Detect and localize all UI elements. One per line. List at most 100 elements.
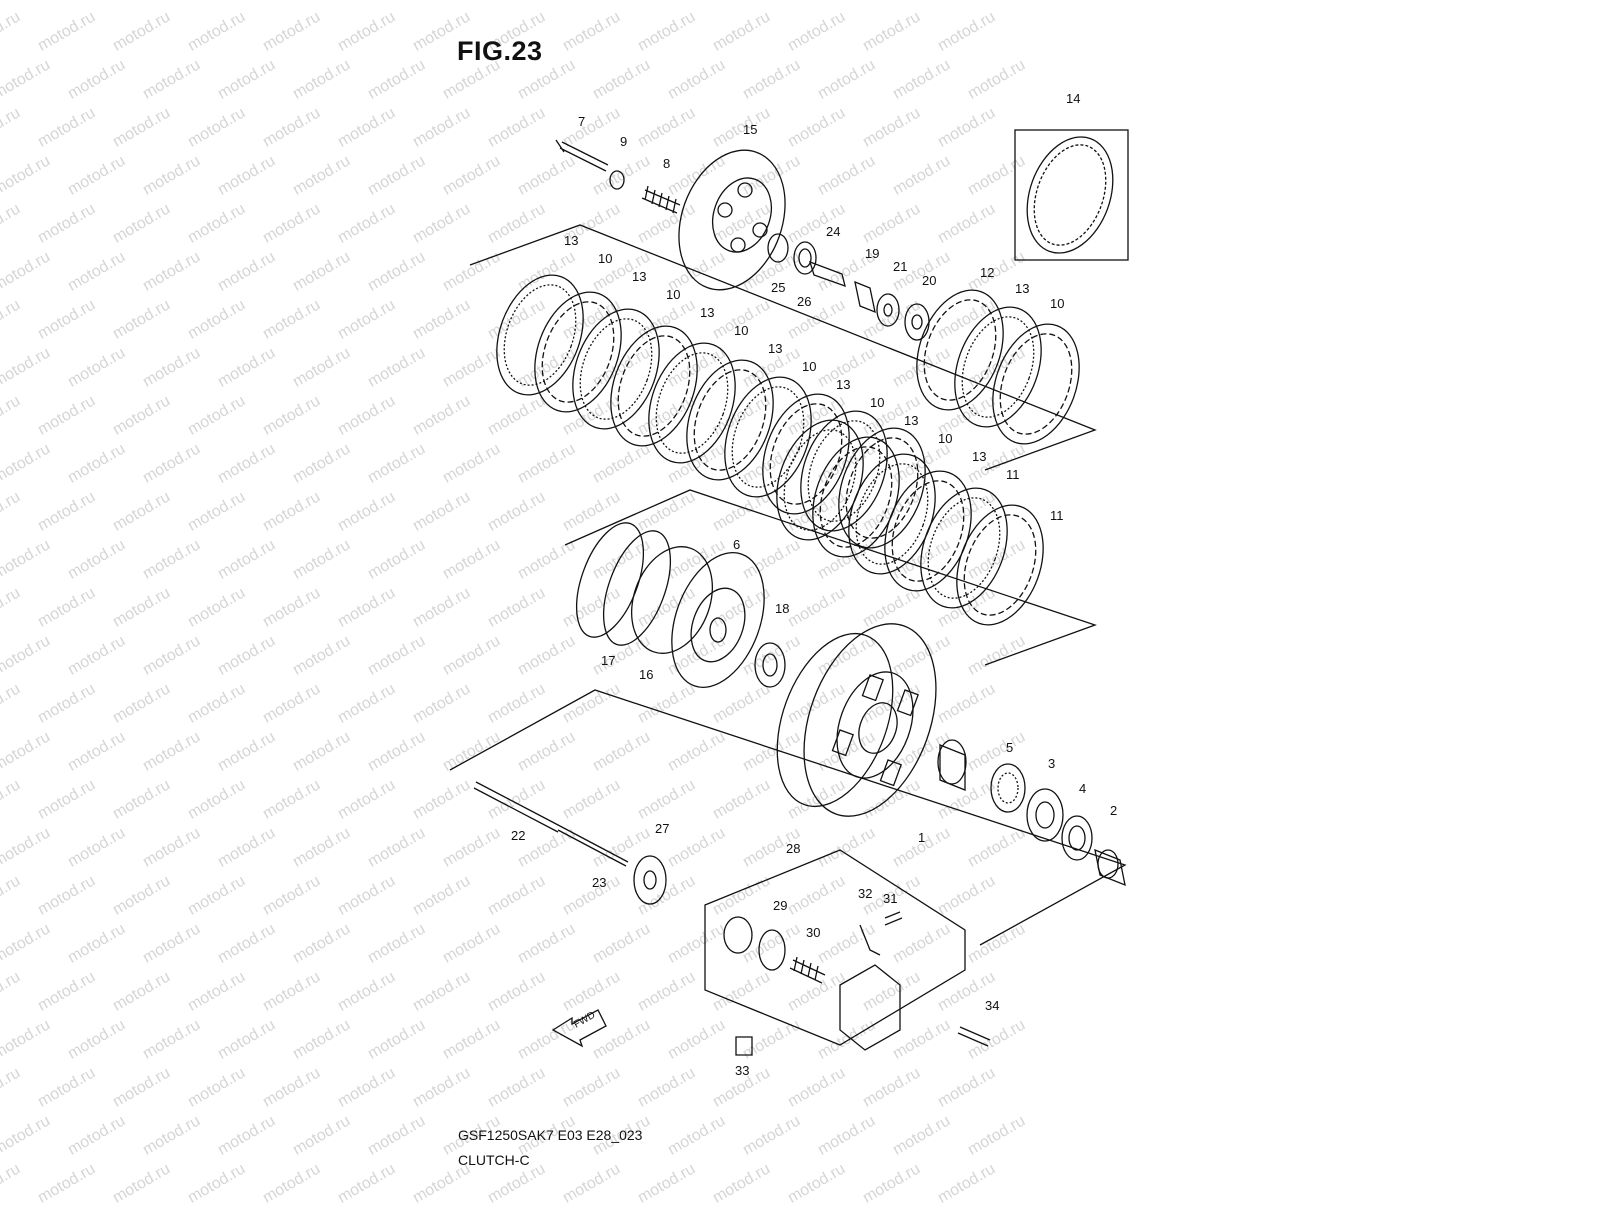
callout-27: 27 xyxy=(655,821,669,836)
callout-14: 14 xyxy=(1066,91,1080,106)
drive-plate xyxy=(534,291,622,413)
plate-callout-13: 13 xyxy=(904,413,918,428)
callout-16: 16 xyxy=(639,667,653,682)
primary-driven-gear-1 xyxy=(776,623,937,817)
upper-plate-callout-10: 10 xyxy=(1050,296,1064,311)
figure-title: FIG.23 xyxy=(457,36,543,66)
plate-inner-ring xyxy=(845,437,919,539)
bleeder-32 xyxy=(859,924,881,956)
dowel-33 xyxy=(735,1036,753,1056)
push-rod-22 xyxy=(473,781,561,833)
plate-callout-10: 10 xyxy=(734,323,748,338)
pushpiece-24 xyxy=(808,260,846,288)
bolt-34 xyxy=(957,1026,991,1047)
plate-inner-ring xyxy=(655,352,729,454)
plate-callout-13: 13 xyxy=(632,269,646,284)
washer-9 xyxy=(609,170,625,190)
callout-11: 11 xyxy=(1050,508,1064,523)
callout-25: 25 xyxy=(771,280,785,295)
callout-26: 26 xyxy=(797,294,811,309)
spring-30 xyxy=(789,956,826,984)
lower-hub-frame xyxy=(449,689,1127,946)
callout-20: 20 xyxy=(922,273,936,288)
plate-callout-10: 10 xyxy=(870,395,884,410)
pressure-plate-15 xyxy=(678,149,786,291)
plate-inner-ring xyxy=(927,497,1001,599)
fwd-label: FWD xyxy=(572,1010,597,1031)
plate-inner-ring xyxy=(503,284,577,386)
plate-callout-10: 10 xyxy=(938,431,952,446)
washer-21 xyxy=(876,293,900,327)
washer-3 xyxy=(1026,788,1064,842)
callout-labels: 1234567891112141516171819202122232425262… xyxy=(511,91,1117,1078)
bolt-7 xyxy=(555,139,609,172)
part-14-box xyxy=(1014,129,1129,261)
screw-31 xyxy=(884,911,903,926)
model-code: GSF1250SAK7 E03 E28_023 xyxy=(458,1127,643,1143)
sub-box-frame xyxy=(704,849,966,1046)
plate-callout-11: 11 xyxy=(1006,467,1020,482)
washer-18 xyxy=(754,642,786,688)
drive-plate xyxy=(956,504,1044,626)
bearing-part-29a xyxy=(723,916,753,954)
washer-4 xyxy=(1061,815,1093,861)
bearing-19 xyxy=(854,280,876,314)
needle-bearing-5 xyxy=(990,763,1026,813)
plate-inner-ring xyxy=(819,446,893,548)
plate-callout-10: 10 xyxy=(598,251,612,266)
callout-12: 12 xyxy=(980,265,994,280)
mid-plates-frame xyxy=(564,489,1097,666)
plate-inner-ring xyxy=(807,420,881,522)
plate-inner-ring xyxy=(579,318,653,420)
callout-8: 8 xyxy=(663,156,670,171)
plate-inner-ring xyxy=(999,333,1073,435)
plate-callout-13: 13 xyxy=(972,449,986,464)
plate-callout-13: 13 xyxy=(700,305,714,320)
plate-callout-13: 13 xyxy=(836,377,850,392)
callout-19: 19 xyxy=(865,246,879,261)
plate-inner-ring xyxy=(891,480,965,582)
plate-callout-10: 10 xyxy=(666,287,680,302)
upper-plates-frame xyxy=(469,224,1097,471)
plate-inner-ring xyxy=(855,463,929,565)
callout-29: 29 xyxy=(773,898,787,913)
plate-callout-13: 13 xyxy=(768,341,782,356)
callout-15: 15 xyxy=(743,122,757,137)
oil-seal-27 xyxy=(633,855,667,905)
clutch-plate-stack-lower xyxy=(776,419,1044,626)
driven-plate xyxy=(496,274,584,396)
callout-33: 33 xyxy=(735,1063,749,1078)
bearing-26 xyxy=(793,241,817,275)
callout-17: 17 xyxy=(601,653,615,668)
callout-22: 22 xyxy=(511,828,525,843)
callout-3: 3 xyxy=(1048,756,1055,771)
plate-inner-ring xyxy=(783,429,857,531)
drive-plate xyxy=(762,393,850,515)
callout-32: 32 xyxy=(858,886,872,901)
callout-34: 34 xyxy=(985,998,999,1013)
clutch-sleeve-hub-6 xyxy=(630,546,765,688)
drive-plate xyxy=(838,427,926,549)
callout-18: 18 xyxy=(775,601,789,616)
plate-inner-ring xyxy=(923,299,997,401)
drive-plate xyxy=(686,359,774,481)
seal-29 xyxy=(758,929,786,971)
driven-plate xyxy=(724,376,812,498)
callout-7: 7 xyxy=(578,114,585,129)
callout-28: 28 xyxy=(786,841,800,856)
plate-inner-ring xyxy=(769,403,843,505)
callout-9: 9 xyxy=(620,134,627,149)
callout-1: 1 xyxy=(918,830,925,845)
plate-inner-ring xyxy=(961,316,1035,418)
fwd-arrow-icon xyxy=(551,1009,607,1048)
plate-inner-ring xyxy=(731,386,805,488)
washer-25 xyxy=(767,233,789,263)
clutch-plate-stack-upper xyxy=(916,289,1080,445)
callout-21: 21 xyxy=(893,259,907,274)
plate-callout-10: 10 xyxy=(802,359,816,374)
clutch-plate-stack xyxy=(496,274,926,549)
spacer-and-bearing xyxy=(937,739,1026,813)
plate-inner-ring xyxy=(617,335,691,437)
